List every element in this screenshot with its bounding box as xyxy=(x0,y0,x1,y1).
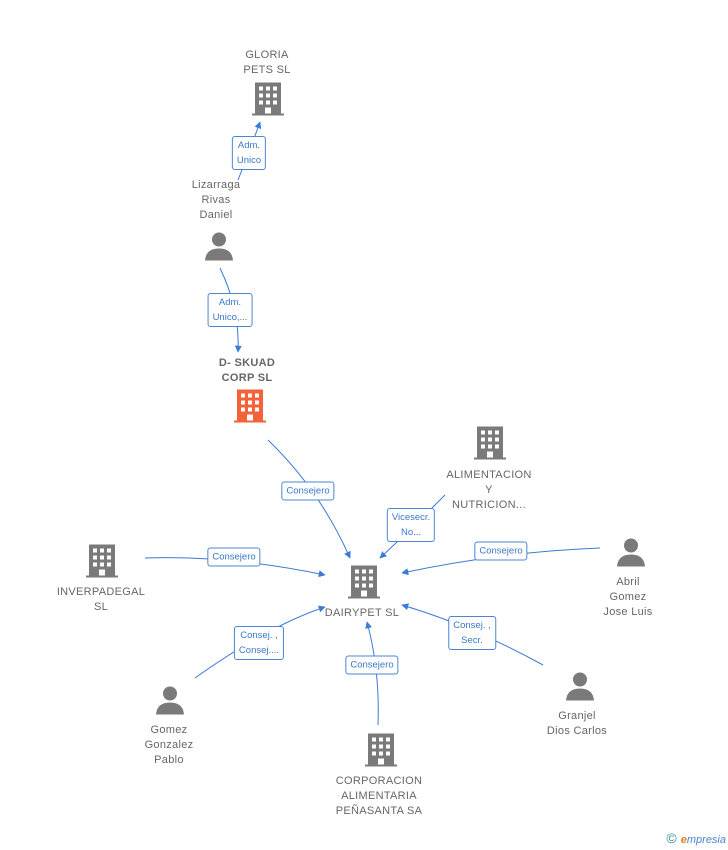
building-icon xyxy=(474,425,506,466)
node-label-dairypet[interactable]: DAIRYPET SL xyxy=(324,607,400,619)
building-icon xyxy=(252,81,284,122)
building-icon xyxy=(348,564,380,605)
brand-name: mpresia xyxy=(686,834,726,846)
edge-label-alimentacion-dairypet: Vicesecr. No... xyxy=(386,508,436,542)
edge-label-dskuad-dairypet: Consejero xyxy=(281,481,335,501)
copyright-icon: © xyxy=(666,830,677,846)
node-label-granjel[interactable]: Granjel Dios Carlos xyxy=(546,710,608,737)
node-label-gloria-pets[interactable]: GLORIA PETS SL xyxy=(243,49,291,76)
node-label-gomez[interactable]: Gomez Gonzalez Pablo xyxy=(144,724,194,766)
edge-label-lizarraga-dskuad: Adm. Unico,... xyxy=(207,293,253,327)
edge-label-inverpadegal-dairypet: Consejero xyxy=(207,547,261,567)
building-icon xyxy=(86,543,118,584)
edge-label-gomez-dairypet: Consej. , Consej.... xyxy=(233,626,285,660)
building-icon xyxy=(365,732,397,773)
node-label-abril[interactable]: Abril Gomez Jose Luis xyxy=(603,576,653,618)
brand-initial: e xyxy=(680,834,687,846)
person-icon xyxy=(204,231,234,266)
node-label-lizarraga[interactable]: Lizarraga Rivas Daniel xyxy=(191,179,241,221)
person-icon xyxy=(616,537,646,572)
edge-label-lizarraga-gloria: Adm. Unico xyxy=(231,136,267,170)
person-icon xyxy=(155,685,185,720)
node-label-alimentacion[interactable]: ALIMENTACION Y NUTRICION... xyxy=(446,469,532,511)
empresia-watermark: ©empresia xyxy=(666,830,726,846)
node-label-corporacion[interactable]: CORPORACION ALIMENTARIA PEÑASANTA SA xyxy=(335,775,423,817)
building-icon-highlight xyxy=(234,388,266,429)
edge-label-granjel-dairypet: Consej. , Secr. xyxy=(448,616,496,650)
node-label-dskuad[interactable]: D- SKUAD CORP SL xyxy=(218,357,276,384)
edge-label-abril-dairypet: Consejero xyxy=(474,541,528,561)
person-icon xyxy=(565,671,595,706)
node-label-inverpadegal[interactable]: INVERPADEGAL SL xyxy=(56,586,146,613)
edge-label-corporacion-dairypet: Consejero xyxy=(345,655,399,675)
